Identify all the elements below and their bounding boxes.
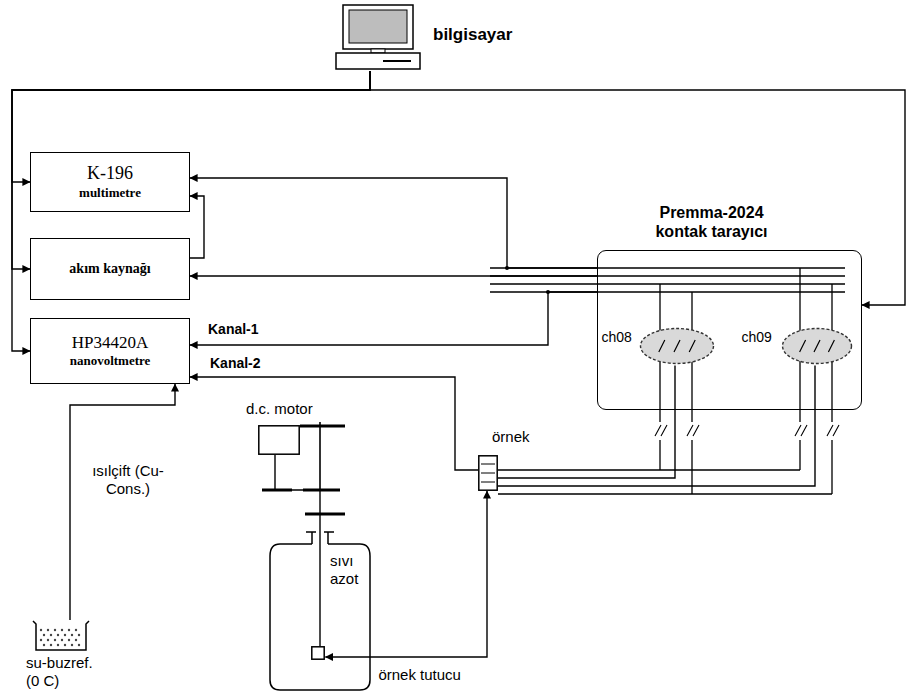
dewar-outline: [268, 530, 372, 692]
connector: [498, 365, 675, 478]
dewar-body: [270, 532, 370, 690]
ice-dot: [40, 629, 42, 631]
nitrogen-dewar: sıvı azot örnek tutucu: [268, 530, 372, 692]
sample-contacts: [481, 464, 495, 482]
drive-shaft: [319, 422, 321, 490]
ice-dot: [71, 644, 73, 646]
connector: [190, 178, 597, 268]
instrument-box: K-196multimetre: [30, 152, 190, 212]
computer-icon: bilgisayar: [335, 5, 421, 71]
ice-dot: [43, 644, 45, 646]
channel-wires: [660, 268, 832, 494]
connector: [370, 71, 905, 305]
channel-group: ch08: [639, 327, 715, 365]
connector: [190, 292, 597, 345]
connector: [190, 196, 204, 258]
switch-marks: [659, 340, 695, 352]
connector: [190, 377, 478, 470]
ice-dot: [75, 639, 77, 641]
ice-dot: [43, 634, 45, 636]
ice-dot: [50, 644, 52, 646]
box-text: nanovoltmetre: [70, 353, 151, 369]
rect-outline: [311, 646, 325, 660]
monitor-case: [343, 5, 413, 49]
ice-dot: [57, 634, 59, 636]
box-text: akım kaynağı: [69, 261, 150, 278]
scanner-bus-lines: [490, 268, 845, 292]
box-outline: [312, 647, 324, 659]
node-label: ch09: [741, 329, 771, 346]
box-text: HP34420A: [72, 333, 149, 353]
node-label: örnek tutucu: [378, 666, 461, 684]
box-outline: [259, 426, 299, 454]
node-label: örnek: [492, 428, 530, 446]
rect-outline: [258, 425, 300, 455]
node-label: d.c. motor: [246, 400, 313, 418]
ice-dot: [47, 639, 49, 641]
ice-dot: [78, 634, 80, 636]
ice-dot: [61, 629, 63, 631]
connector: [325, 491, 487, 657]
box-text: multimetre: [79, 185, 141, 201]
dc-motor: d.c. motor: [258, 425, 300, 455]
ice-dot: [68, 639, 70, 641]
channel-label: Kanal-1: [206, 321, 261, 338]
connector: [275, 455, 320, 646]
connector: [498, 365, 815, 486]
ice-dot: [64, 634, 66, 636]
channel-ellipse: [641, 329, 714, 364]
ice-dot: [61, 639, 63, 641]
node-label: Premma-2024 kontak tarayıcı: [649, 203, 774, 241]
sample-box: [479, 456, 497, 490]
ice-dot: [57, 644, 59, 646]
computer-base: [336, 53, 420, 69]
computer-outline: [335, 5, 421, 71]
sample-holder: örnek tutucu: [311, 646, 325, 660]
channel-ellipse: [783, 329, 852, 364]
connector: [12, 71, 370, 351]
instrument-box: HP34420Ananovoltmetre: [30, 318, 190, 384]
ice-dot: [40, 639, 42, 641]
connector: [70, 384, 175, 620]
instrument-box: akım kaynağı: [30, 238, 190, 300]
connector: [190, 275, 597, 276]
ice-dot: [75, 629, 77, 631]
beaker-outline: [30, 620, 92, 652]
scanner-box: Premma-2024 kontak tarayıcıch08ch09: [597, 250, 862, 410]
ice-dot: [54, 639, 56, 641]
sample-wires: [498, 470, 832, 494]
ice-dot: [50, 634, 52, 636]
node-label: ch08: [601, 329, 631, 346]
wire-break-marks: [655, 425, 839, 436]
part-label: ısılçift (Cu-Cons.): [85, 462, 171, 498]
ellipse-outline: [781, 327, 853, 365]
ice-dot: [71, 634, 73, 636]
sample-terminal: örnek: [478, 455, 498, 491]
ice-dot: [54, 629, 56, 631]
ellipse-outline: [639, 327, 715, 365]
ice-dot: [47, 629, 49, 631]
drive-slot: [383, 60, 411, 62]
monitor-screen: [349, 10, 407, 43]
node-label: bilgisayar: [433, 25, 512, 45]
ice-dot: [64, 644, 66, 646]
channel-group: ch09: [781, 327, 853, 365]
sample-outline: [478, 455, 498, 491]
ice-bath: su-buzref. (0 C): [30, 620, 92, 652]
channel-label: Kanal-2: [208, 355, 263, 372]
ice-dot: [68, 629, 70, 631]
box-text: K-196: [87, 163, 133, 185]
switch-marks: [800, 340, 835, 352]
beaker-outline: [33, 621, 89, 650]
node-label: su-buzref. (0 C): [26, 654, 108, 690]
node-label: sıvı azot: [330, 552, 368, 588]
ice-dot: [78, 644, 80, 646]
